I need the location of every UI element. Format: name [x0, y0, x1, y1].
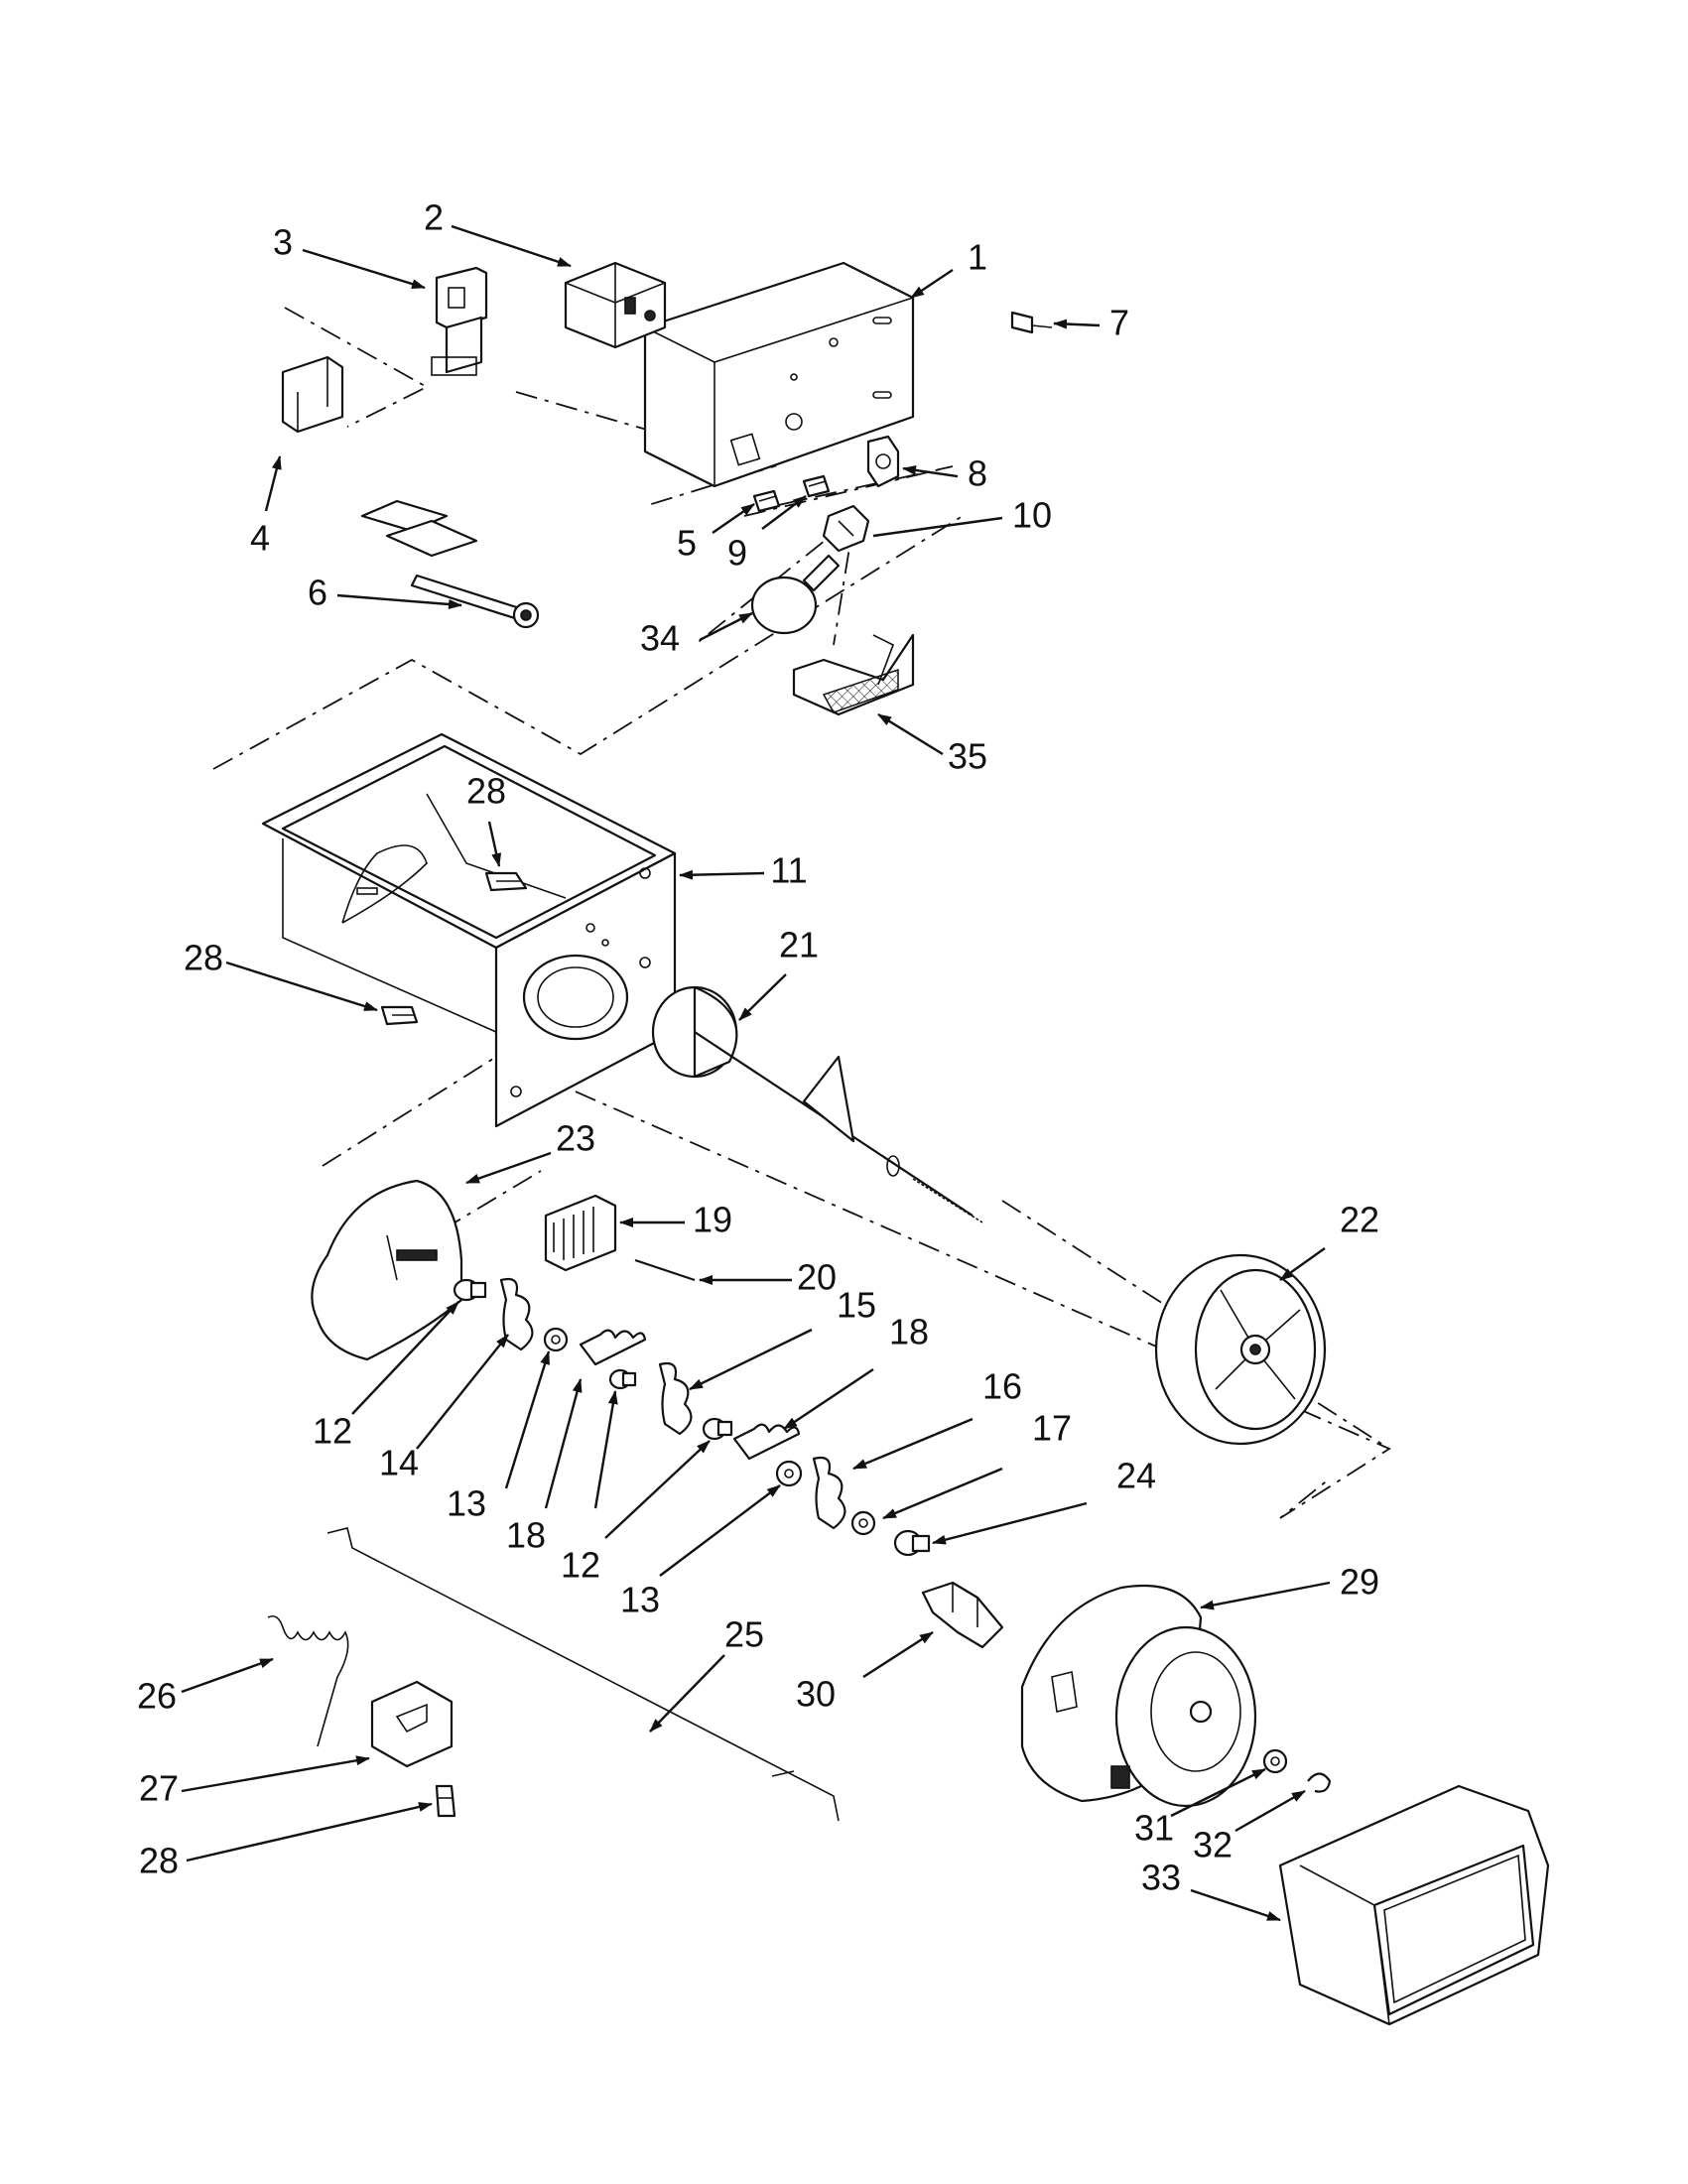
callout-27: 27 [139, 1768, 179, 1809]
callout-11: 11 [770, 850, 807, 891]
callout-14: 14 [379, 1443, 419, 1483]
cover-part-33 [1278, 1784, 1550, 2026]
callout-9: 9 [727, 533, 747, 574]
callout-labels: 1 2 3 4 5 6 7 8 9 10 34 35 28 11 28 21 2… [137, 197, 1379, 1898]
callout-22: 22 [1340, 1200, 1379, 1240]
spring-part-18b [732, 1423, 801, 1461]
bracket-part-4 [281, 355, 344, 434]
plate-part-23 [311, 1179, 463, 1361]
bulb-part-34 [750, 554, 841, 635]
callout-26: 26 [137, 1676, 177, 1717]
switch-assembly-part-6 [360, 499, 540, 629]
callout-28c: 28 [139, 1841, 179, 1881]
callout-13a: 13 [447, 1483, 486, 1524]
washer-part-31 [1262, 1748, 1288, 1774]
shield-part-35 [792, 633, 915, 716]
auger-part-21 [651, 985, 983, 1223]
callout-6: 6 [308, 573, 327, 613]
callout-23: 23 [556, 1118, 595, 1159]
callout-30: 30 [796, 1674, 836, 1715]
housing-part-1 [643, 261, 915, 488]
screw-part-28-left [380, 1005, 419, 1026]
callout-13b: 13 [620, 1580, 660, 1620]
screw-part-28-top [484, 871, 528, 892]
callout-4: 4 [250, 518, 270, 559]
callout-3: 3 [273, 222, 293, 263]
cam-part-15 [658, 1361, 693, 1436]
callout-12b: 12 [561, 1545, 600, 1586]
bearing-part-24 [893, 1529, 931, 1557]
callout-17: 17 [1032, 1408, 1072, 1449]
ice-bin-part-11 [261, 732, 677, 1128]
callout-25: 25 [724, 1614, 764, 1655]
callout-28b: 28 [184, 938, 223, 978]
washer-part-13b [775, 1460, 803, 1487]
bushing-part-12c [702, 1417, 733, 1441]
solenoid-part-3 [431, 266, 488, 376]
callout-1: 1 [968, 237, 987, 278]
cam-part-16 [812, 1456, 846, 1530]
cam-part-14 [499, 1277, 534, 1351]
socket-part-10 [822, 504, 870, 553]
pin-part-20 [634, 1258, 696, 1282]
callout-18a: 18 [889, 1312, 929, 1352]
callout-20: 20 [797, 1257, 837, 1298]
callout-12a: 12 [313, 1411, 352, 1452]
callout-29: 29 [1340, 1562, 1379, 1603]
screw-part-7 [1010, 311, 1053, 334]
callout-33: 33 [1141, 1858, 1181, 1898]
spring-part-26 [267, 1614, 349, 1747]
callout-7: 7 [1109, 303, 1129, 343]
washer-part-17 [850, 1510, 876, 1536]
callout-32: 32 [1193, 1825, 1233, 1865]
clip-ring-part-32 [1307, 1772, 1332, 1793]
screw-part-5 [752, 489, 781, 513]
callout-5: 5 [677, 523, 697, 564]
gear-block-part-19 [544, 1194, 617, 1272]
drum-part-22 [1154, 1253, 1327, 1446]
callout-10: 10 [1012, 495, 1052, 536]
screw-part-28-bottom [435, 1784, 456, 1818]
callout-2: 2 [424, 197, 444, 238]
callout-8: 8 [968, 453, 987, 494]
motor-housing-part-29 [1020, 1584, 1257, 1808]
bracket-part-30 [921, 1581, 1004, 1649]
callout-31: 31 [1134, 1808, 1174, 1849]
callout-19: 19 [693, 1200, 732, 1240]
callout-18b: 18 [506, 1515, 546, 1556]
bushing-part-12a [453, 1278, 487, 1302]
callout-leaders [181, 224, 1331, 1922]
callout-16: 16 [982, 1366, 1022, 1407]
rod-part-25 [326, 1527, 840, 1822]
spring-part-18a [579, 1329, 647, 1366]
callout-28a: 28 [466, 771, 506, 812]
callout-24: 24 [1116, 1456, 1156, 1496]
washer-part-13a [543, 1327, 569, 1352]
callout-34: 34 [640, 618, 680, 659]
bushing-part-12b [608, 1368, 637, 1390]
callout-15: 15 [837, 1285, 876, 1326]
bracket-part-27 [370, 1680, 454, 1768]
callout-35: 35 [948, 736, 987, 777]
switch-part-2 [564, 261, 667, 349]
screw-part-9 [802, 474, 831, 498]
callout-21: 21 [779, 925, 819, 965]
clip-part-8 [866, 435, 900, 488]
